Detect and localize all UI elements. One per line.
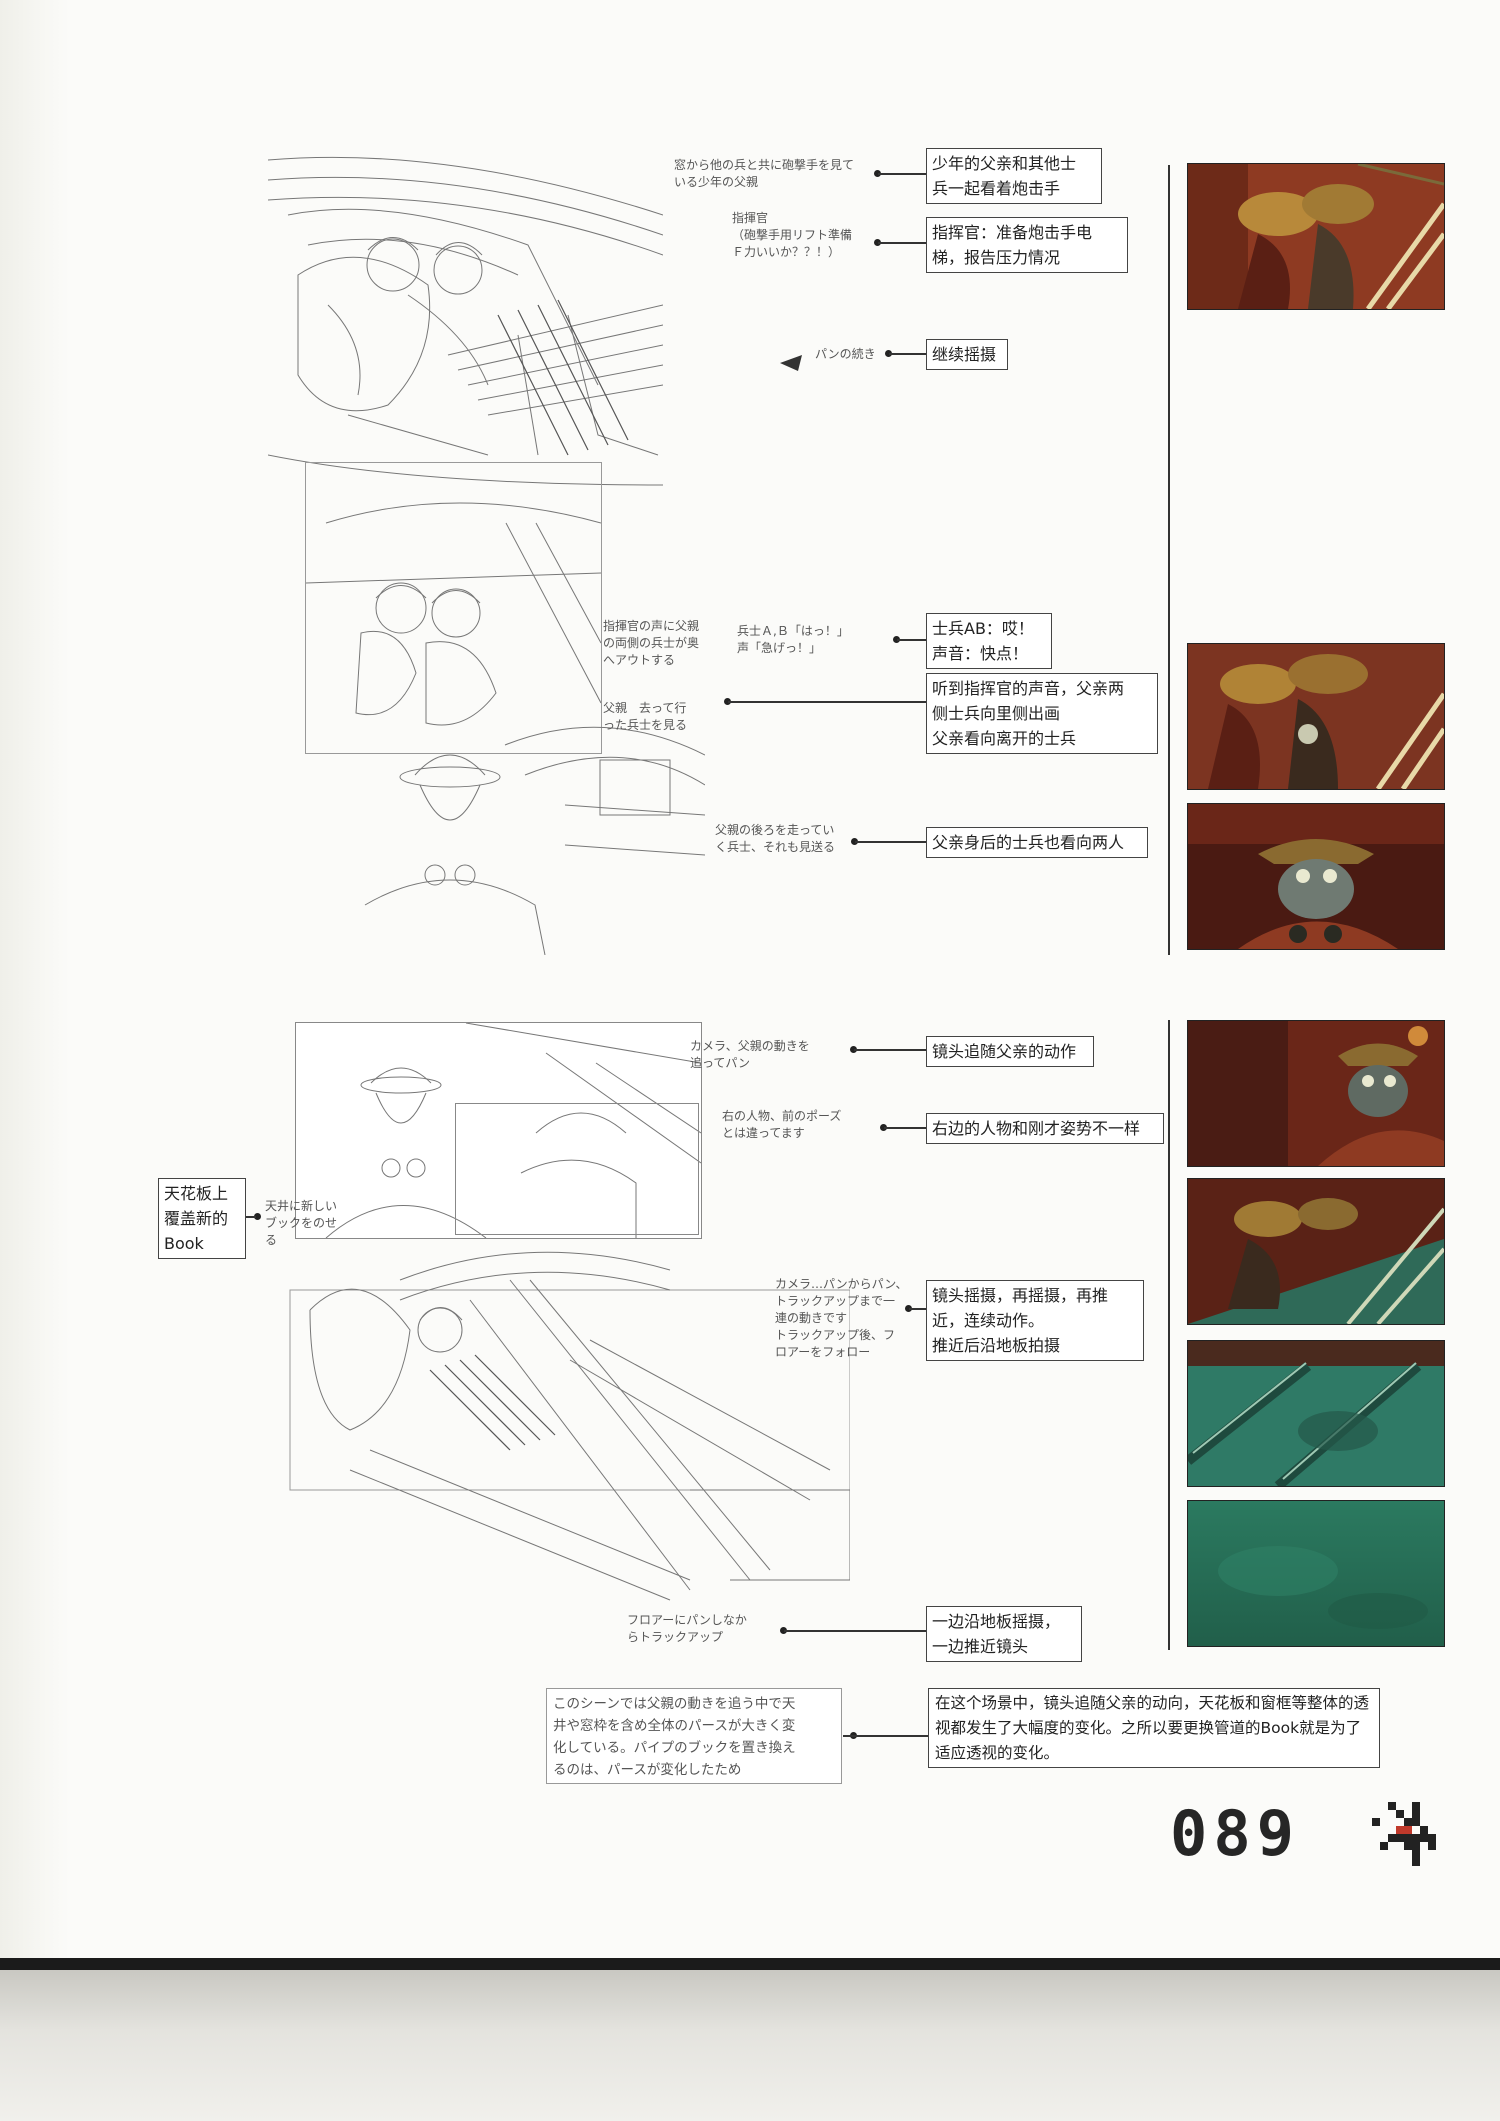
leader-dot bbox=[724, 698, 731, 705]
cn-caption-1: 少年的父亲和其他士 兵一起看着炮击手 bbox=[926, 148, 1102, 204]
leader-line bbox=[855, 841, 926, 843]
jp-note-11: カメラ…パンからパン、 トラックアップまで一 連の動きです トラックアップ後、フ… bbox=[775, 1277, 908, 1359]
bottom-dark-band bbox=[0, 1958, 1500, 1970]
jp-note-2: 指揮官 （砲撃手用リフト準備 Ｆ力いいか？？！） bbox=[732, 211, 853, 259]
jp-note-4: 指揮官の声に父親 の両側の兵士が奥 へアウトする bbox=[603, 619, 700, 667]
color-frame-1 bbox=[1187, 163, 1445, 310]
leader-dot bbox=[874, 239, 881, 246]
leader-line bbox=[843, 1735, 928, 1737]
jp-note-12: フロアーにパンしなか らトラックアップ bbox=[627, 1613, 747, 1644]
cn-caption-6: 父亲身后的士兵也看向两人 bbox=[926, 827, 1148, 858]
leader-line bbox=[854, 1049, 926, 1051]
leader-dot bbox=[905, 1305, 912, 1312]
leader-dot bbox=[850, 1046, 857, 1053]
cn-caption-9: 天花板上 覆盖新的 Book bbox=[158, 1178, 246, 1259]
cn-caption-3: 继续摇摄 bbox=[926, 339, 1008, 370]
color-frame-5 bbox=[1187, 1178, 1445, 1325]
leader-dot bbox=[851, 838, 858, 845]
cn-caption-2: 指挥官：准备炮击手电 梯，报告压力情况 bbox=[926, 217, 1128, 273]
storyboard-sketch-4 bbox=[295, 1022, 702, 1239]
jp-note-8: カメラ、父親の動きを 追ってパン bbox=[690, 1039, 810, 1070]
storyboard-sketch-2 bbox=[305, 462, 602, 754]
cn-caption-8: 右边的人物和刚才姿势不一样 bbox=[926, 1113, 1164, 1144]
jp-note-7: 父親の後ろを走ってい く兵士、それも見送る bbox=[715, 823, 836, 854]
storyboard-sketch-1 bbox=[268, 155, 663, 510]
leader-line bbox=[878, 242, 926, 244]
jp-note-3: パンの続き bbox=[815, 347, 876, 361]
storyboard-sketch-4b bbox=[455, 1103, 699, 1235]
color-frame-7 bbox=[1187, 1500, 1445, 1647]
color-frame-3 bbox=[1187, 803, 1445, 950]
jp-note-1: 窓から他の兵と共に砲撃手を見て いる少年の父親 bbox=[674, 158, 855, 189]
divider-line-2 bbox=[1168, 1020, 1170, 1650]
leader-line bbox=[244, 1216, 256, 1218]
cn-caption-7: 镜头追随父亲的动作 bbox=[926, 1036, 1094, 1067]
leader-line bbox=[878, 173, 926, 175]
color-frame-4 bbox=[1187, 1020, 1445, 1167]
leader-dot bbox=[254, 1213, 261, 1220]
page-number: 089 bbox=[1170, 1797, 1300, 1870]
storyboard-sketch-3 bbox=[305, 715, 705, 955]
binding-gutter bbox=[0, 0, 70, 1965]
leader-line bbox=[897, 639, 926, 641]
summary-jp: このシーンでは父親の動きを追う中で天 井や窓枠を含め全体のパースが大きく変 化し… bbox=[546, 1688, 842, 1784]
leader-dot bbox=[880, 1124, 887, 1131]
cn-caption-4: 士兵AB：哎！ 声音：快点！ bbox=[926, 613, 1052, 669]
summary-cn: 在这个场景中，镜头追随父亲的动向，天花板和窗框等整体的透视都发生了大幅度的变化。… bbox=[928, 1688, 1380, 1768]
jp-note-6: 父親 去って行 った兵士を見る bbox=[603, 701, 688, 732]
leader-line bbox=[728, 701, 926, 703]
pixel-logo-icon bbox=[1372, 1802, 1436, 1866]
jp-note-10: 天井に新しい ブックをのせ る bbox=[265, 1199, 338, 1247]
pan-arrow-icon bbox=[780, 355, 802, 371]
leader-line bbox=[784, 1630, 926, 1632]
cn-caption-11: 一边沿地板摇摄， 一边推近镜头 bbox=[926, 1606, 1082, 1662]
leader-line bbox=[889, 353, 926, 355]
cn-caption-5: 听到指挥官的声音，父亲两 侧士兵向里侧出画 父亲看向离开的士兵 bbox=[926, 673, 1158, 754]
leader-dot bbox=[893, 636, 900, 643]
storyboard-sketch-5 bbox=[270, 1250, 850, 1610]
leader-dot bbox=[874, 170, 881, 177]
jp-note-5: 兵士Ａ,Ｂ「はっ！」 声「急げっ！」 bbox=[737, 624, 849, 655]
color-frame-2 bbox=[1187, 643, 1445, 790]
leader-dot bbox=[885, 350, 892, 357]
leader-dot bbox=[780, 1627, 787, 1634]
divider-line-1 bbox=[1168, 165, 1170, 955]
leader-line bbox=[884, 1127, 926, 1129]
leader-line bbox=[909, 1308, 926, 1310]
cn-caption-10: 镜头摇摄，再摇摄，再推 近，连续动作。 推近后沿地板拍摄 bbox=[926, 1280, 1144, 1361]
color-frame-6 bbox=[1187, 1340, 1445, 1487]
bottom-paper-edge bbox=[0, 1970, 1500, 2121]
jp-note-9: 右の人物、前のポーズ とは違ってます bbox=[722, 1109, 842, 1140]
